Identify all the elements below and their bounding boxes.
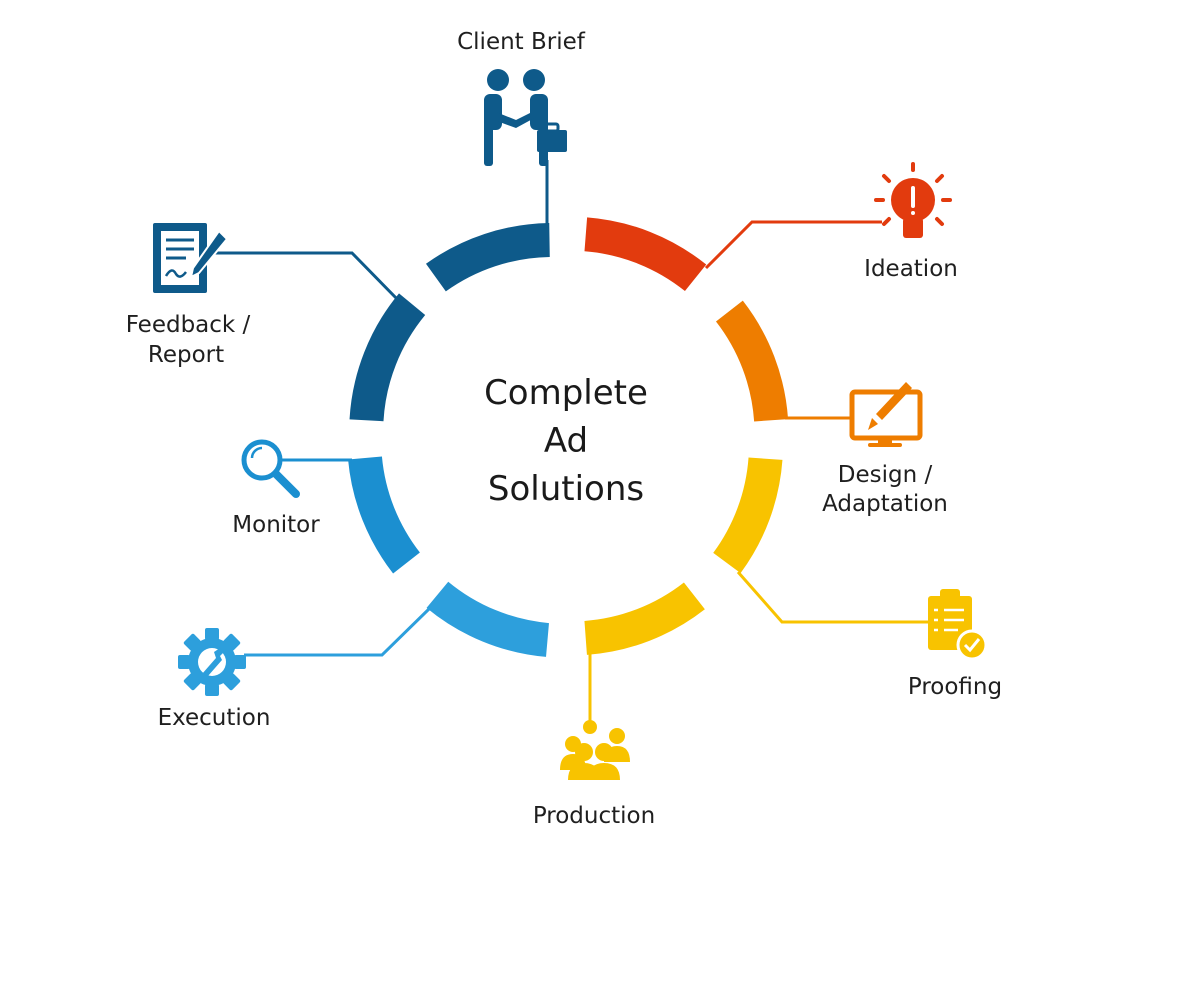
label-feedback-line-1: Feedback / xyxy=(126,312,251,338)
label-monitor: Monitor xyxy=(232,512,320,538)
label-execution: Execution xyxy=(158,705,271,731)
label-proofing: Proofing xyxy=(908,674,1002,700)
label-ideation: Ideation xyxy=(864,256,958,282)
connectors xyxy=(214,160,930,724)
checklist-icon xyxy=(928,589,988,661)
monitor-brush-icon xyxy=(849,382,923,447)
ring-segment-ideation xyxy=(584,217,707,292)
label-design-line-1: Design / xyxy=(838,462,933,488)
center-title: Complete Ad Solutions xyxy=(484,373,648,509)
label-production: Production xyxy=(533,803,655,829)
label-client-brief: Client Brief xyxy=(457,29,586,55)
stage-labels: Client Brief Ideation Design / Adaptatio… xyxy=(126,29,1002,829)
ring-segment-client-brief xyxy=(425,223,551,292)
center-title-line-1: Complete xyxy=(484,373,648,413)
ring-segment-production xyxy=(584,582,705,655)
handshake-icon xyxy=(484,69,567,166)
center-title-line-2: Ad xyxy=(544,421,588,461)
cycle-ring xyxy=(348,217,789,657)
ring-segment-feedback xyxy=(349,293,426,422)
magnifier-icon xyxy=(241,439,300,498)
ring-segment-proofing xyxy=(713,457,783,574)
connector-feedback xyxy=(214,251,402,304)
ring-segment-execution xyxy=(426,581,550,657)
report-pen-icon xyxy=(153,223,229,293)
connector-execution xyxy=(244,606,432,657)
label-feedback-line-2: Report xyxy=(148,342,224,368)
team-icon xyxy=(560,720,630,780)
connector-ideation xyxy=(704,220,882,270)
ring-segment-monitor xyxy=(348,456,421,574)
lightbulb-icon xyxy=(874,162,952,238)
center-title-line-3: Solutions xyxy=(488,469,644,509)
label-design-line-2: Adaptation xyxy=(822,491,948,517)
connector-proofing xyxy=(736,571,930,624)
gear-wrench-icon xyxy=(178,628,246,696)
ring-segment-design xyxy=(715,300,789,422)
